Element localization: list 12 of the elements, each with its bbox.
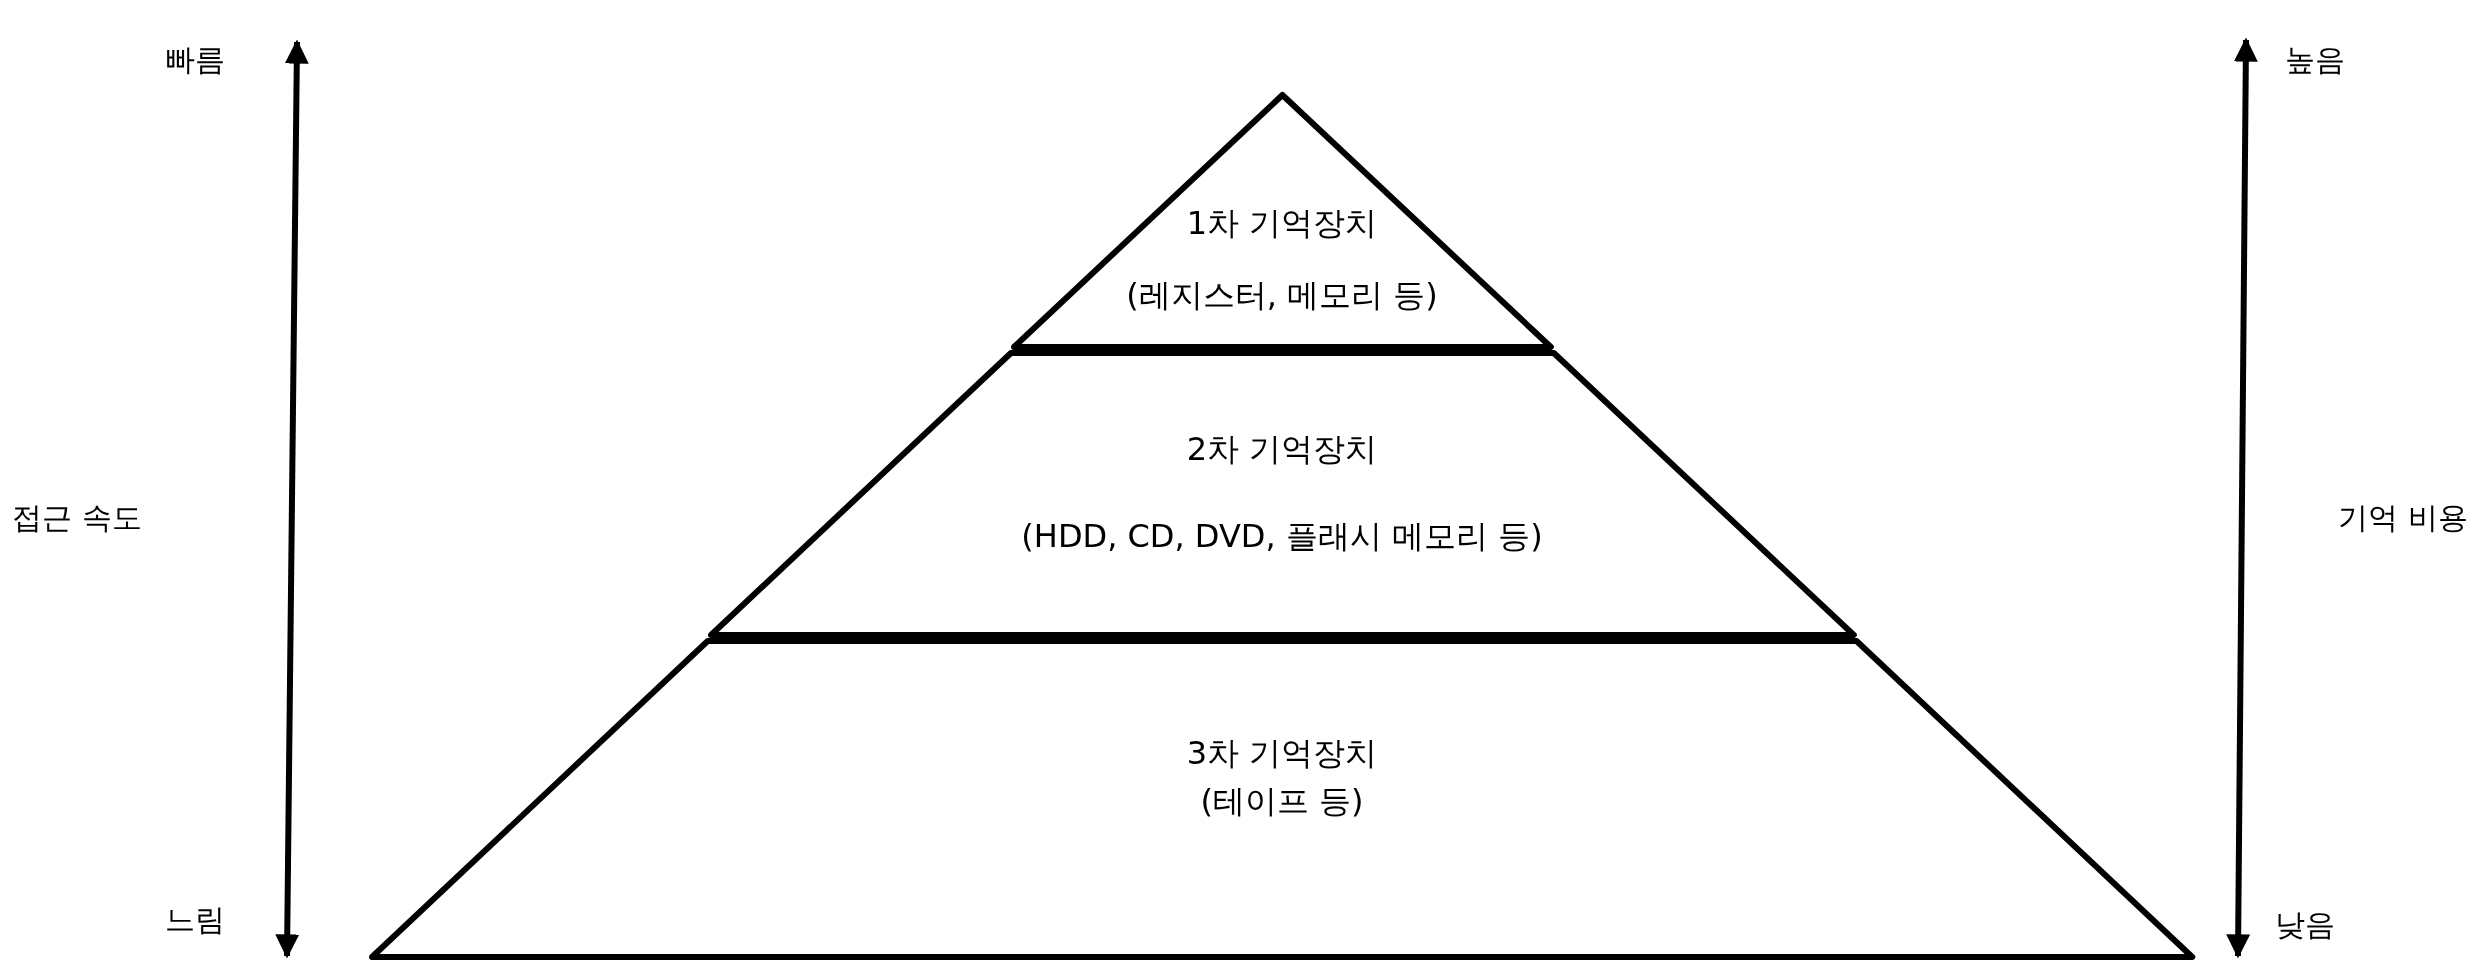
tier-title: 3차 기억장치: [1186, 735, 1378, 771]
tier-description: (테이프 등): [1200, 783, 1364, 819]
axis-label: 접근 속도: [12, 500, 142, 536]
axis-label: 빠름: [165, 42, 225, 78]
axis-label: 낮음: [2275, 907, 2335, 943]
axis-label: 느림: [165, 902, 225, 938]
axis-label: 높음: [2285, 42, 2345, 78]
tier-description: (HDD, CD, DVD, 플래시 메모리 등): [1021, 518, 1543, 554]
tier-title: 2차 기억장치: [1186, 431, 1378, 467]
tier-description: (레지스터, 메모리 등): [1126, 277, 1438, 313]
axis-label: 기억 비용: [2338, 500, 2468, 536]
tier-title: 1차 기억장치: [1186, 205, 1378, 241]
